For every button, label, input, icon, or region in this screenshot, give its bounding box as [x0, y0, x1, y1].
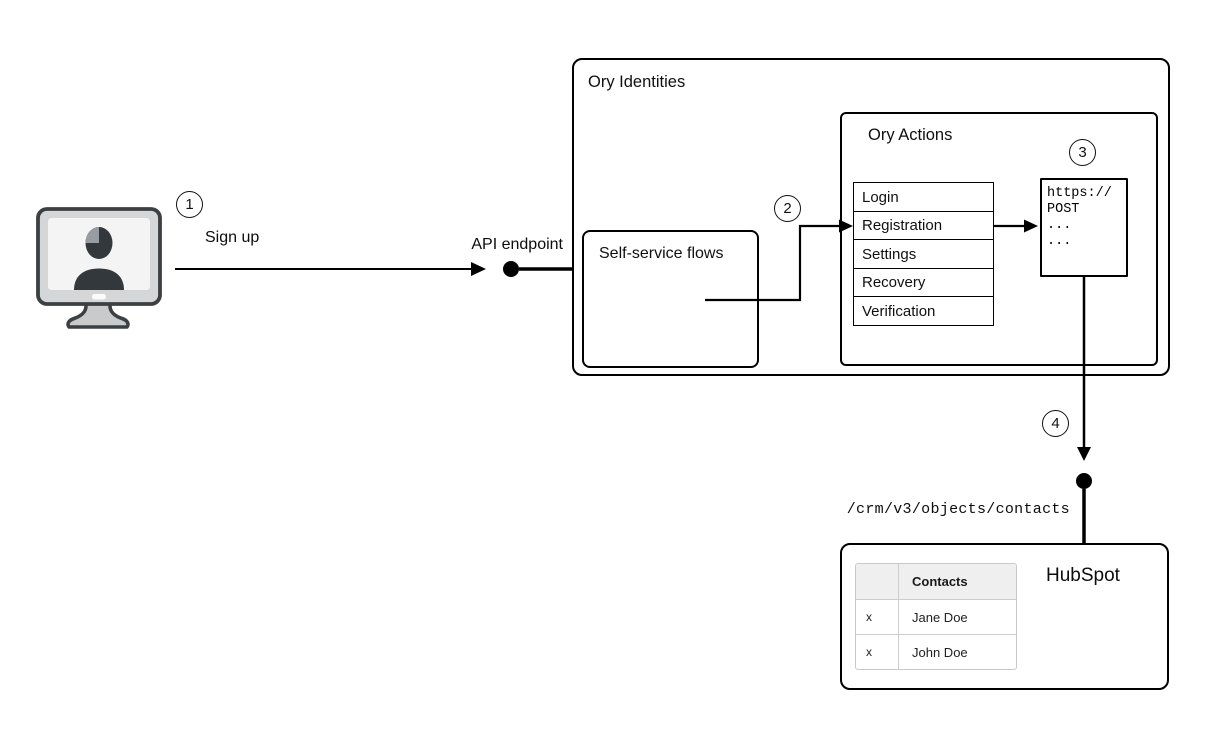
step-badge-4: 4 [1042, 410, 1069, 437]
self-service-flows-box: Self-service flows [582, 230, 759, 368]
hubspot-title: HubSpot [1046, 565, 1120, 586]
flow-list: Login Registration Settings Recovery Ver… [853, 182, 994, 326]
ory-identities-title: Ory Identities [588, 73, 686, 91]
code-line: POST [1047, 202, 1080, 217]
monitor-graphic [36, 207, 162, 329]
monitor-stand [66, 300, 130, 329]
flow-item-recovery: Recovery [853, 267, 994, 298]
step-number: 2 [783, 200, 792, 217]
contacts-table-header-row: Contacts [856, 564, 1016, 599]
hubspot-arrowhead [1077, 447, 1091, 461]
code-line: ... [1047, 234, 1072, 249]
api-endpoint-dot [503, 261, 519, 277]
ory-actions-title: Ory Actions [868, 126, 953, 144]
code-line: https:// [1047, 186, 1112, 201]
contacts-table-row: x John Doe [856, 634, 1016, 669]
sign-up-label: Sign up [205, 229, 260, 246]
person-silhouette [74, 227, 124, 290]
step-number: 4 [1051, 415, 1060, 432]
step-number: 1 [185, 196, 194, 213]
contacts-table: Contacts x Jane Doe x John Doe [855, 563, 1017, 670]
flow-item-registration: Registration [853, 210, 994, 241]
step-badge-3: 3 [1069, 139, 1096, 166]
api-endpoint-label: API endpoint [471, 236, 563, 253]
crm-path-label: /crm/v3/objects/contacts [846, 501, 1070, 518]
contacts-table-row: x Jane Doe [856, 599, 1016, 634]
code-line: ... [1047, 218, 1072, 233]
signup-arrowhead [471, 262, 486, 276]
crm-endpoint-dot [1076, 473, 1092, 489]
self-service-flows-title: Self-service flows [599, 245, 724, 262]
monitor-power-slot [92, 294, 106, 300]
contacts-header-name-cell: Contacts [898, 564, 1016, 599]
contacts-header-action-cell [856, 564, 898, 599]
user-computer-icon [33, 206, 163, 338]
contact-name-cell: Jane Doe [898, 600, 1016, 634]
flow-item-login: Login [853, 182, 994, 212]
step-badge-2: 2 [774, 195, 801, 222]
webhook-request-box: https:// POST ... ... [1040, 178, 1128, 277]
step-badge-1: 1 [176, 191, 203, 218]
contact-action-cell: x [866, 610, 872, 624]
contact-action-cell: x [866, 645, 872, 659]
flow-item-verification: Verification [853, 296, 994, 326]
contact-name-cell: John Doe [898, 635, 1016, 669]
step-number: 3 [1078, 144, 1087, 161]
flow-item-settings: Settings [853, 239, 994, 269]
